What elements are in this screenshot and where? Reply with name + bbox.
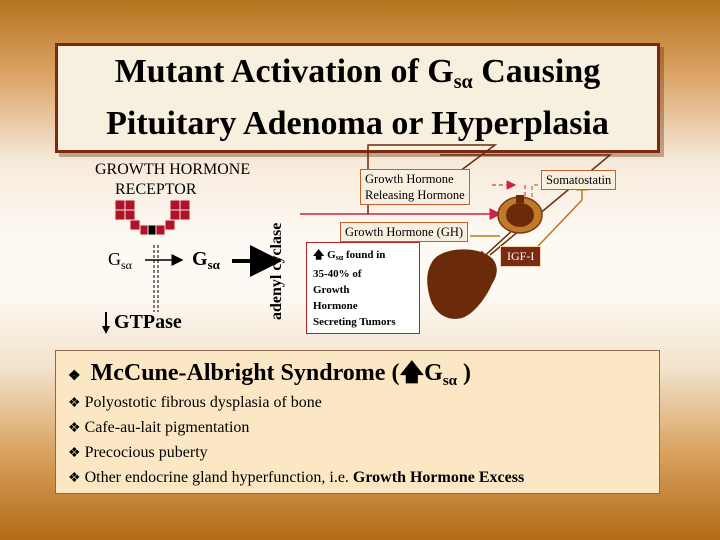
title-line-1: Mutant Activation of Gsα Causing bbox=[114, 53, 601, 93]
up-arrow-icon: 🡅 bbox=[399, 360, 425, 386]
title-line-2: Pituitary Adenoma or Hyperplasia bbox=[106, 105, 609, 142]
tumor-box: 🡅 Gsα found in 35-40% of Growth Hormone … bbox=[306, 242, 420, 334]
list-item: ❖Precocious puberty bbox=[68, 444, 208, 461]
pituitary-icon bbox=[497, 195, 543, 234]
diamond-bullet-icon: ❖ bbox=[68, 446, 81, 461]
syndrome-title: ❖ McCune-Albright Syndrome (🡅Gsα ) bbox=[68, 360, 472, 389]
syndrome-box: ❖ McCune-Albright Syndrome (🡅Gsα ) ❖Poly… bbox=[55, 350, 660, 494]
diamond-bullet-icon: ❖ bbox=[68, 369, 81, 384]
liver-icon bbox=[427, 249, 497, 319]
up-arrow-icon: 🡅 bbox=[313, 249, 325, 261]
adenyl-cyclase-label: adenyl cyclase bbox=[268, 222, 285, 320]
diamond-bullet-icon: ❖ bbox=[68, 396, 81, 411]
title-box: Mutant Activation of Gsα Causing Pituita… bbox=[55, 43, 660, 153]
syndrome-list: ❖Polyostotic fibrous dysplasia of bone ❖… bbox=[68, 391, 524, 491]
ghrh-label: Growth Hormone Releasing Hormone bbox=[360, 169, 470, 205]
diamond-bullet-icon: ❖ bbox=[68, 421, 81, 436]
receptor-icon bbox=[114, 199, 191, 236]
list-item: ❖Cafe-au-lait pigmentation bbox=[68, 419, 250, 436]
somatostatin-label: Somatostatin bbox=[541, 170, 617, 190]
gsa-inactive: Gsα bbox=[108, 249, 132, 272]
list-item: ❖Other endocrine gland hyperfunction, i.… bbox=[68, 469, 525, 486]
diamond-bullet-icon: ❖ bbox=[68, 471, 81, 486]
receptor-label: GROWTH HORMONE RECEPTOR bbox=[95, 161, 251, 198]
down-arrow-icon bbox=[102, 312, 110, 334]
gh-label: Growth Hormone (GH) bbox=[340, 222, 469, 242]
gtpase-label: GTPase bbox=[114, 311, 182, 333]
igf-label: IGF-I bbox=[500, 246, 542, 267]
gsa-active: Gsα bbox=[192, 248, 220, 272]
list-item: ❖Polyostotic fibrous dysplasia of bone bbox=[68, 394, 322, 411]
